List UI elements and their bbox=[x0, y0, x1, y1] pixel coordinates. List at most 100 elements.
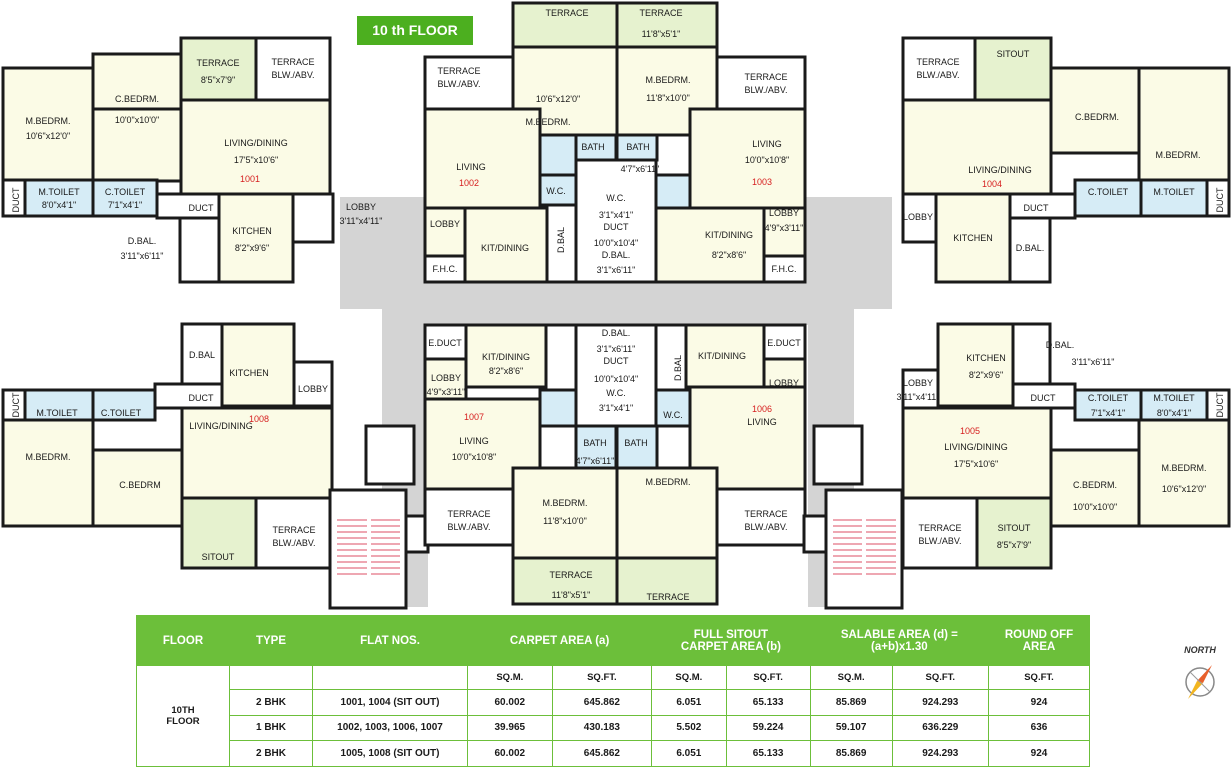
unit-1007-labels: E.DUCT KIT/DINING 8'2"x8'6" LOBBY 4'9"x3… bbox=[427, 338, 615, 600]
room-label: BLW./ABV. bbox=[271, 70, 314, 80]
header-salable-area-line2: (a+b)x1.30 bbox=[871, 640, 928, 653]
room-label: SITOUT bbox=[202, 552, 235, 562]
room-label: KIT/DINING bbox=[481, 243, 529, 253]
room-label: KITCHEN bbox=[229, 368, 269, 378]
room-label: BATH bbox=[626, 142, 649, 152]
cell-type: 2 BHK bbox=[229, 740, 313, 767]
room-label: TERRACE bbox=[196, 58, 239, 68]
core-top bbox=[574, 158, 658, 284]
core-top-labels: W.C. 3'1"x4'1" DUCT 10'0"x10'4" D.BAL. 3… bbox=[594, 193, 638, 275]
room-label: TERRACE bbox=[545, 8, 588, 18]
room-label: M.TOILET bbox=[1153, 393, 1195, 403]
cell-value: 59.107 bbox=[809, 714, 893, 742]
unit-number: 1005 bbox=[960, 426, 980, 436]
room-dim: 11'8"x5'1" bbox=[642, 29, 681, 39]
cell-value: 60.002 bbox=[467, 688, 553, 716]
room-dim: 8'2"x8'6" bbox=[489, 366, 523, 376]
room-label: LIVING/DINING bbox=[968, 165, 1032, 175]
unit-number: 1004 bbox=[982, 179, 1002, 189]
room-label: M.TOILET bbox=[1153, 187, 1195, 197]
room-label: LIVING/DINING bbox=[944, 442, 1008, 452]
room-label: BLW./ABV. bbox=[437, 79, 480, 89]
room-dim: 10'0"x10'4" bbox=[594, 238, 638, 248]
room-label: M.BEDRM. bbox=[26, 452, 71, 462]
header-full-sitout: FULL SITOUT CARPET AREA (b) bbox=[651, 614, 811, 667]
room-label: TERRACE bbox=[646, 592, 689, 602]
room-label: LOBBY bbox=[346, 202, 376, 212]
cell-value: 645.862 bbox=[551, 688, 653, 716]
room-label: W.C. bbox=[606, 388, 626, 398]
room-dim: 3'1"x6'11" bbox=[597, 265, 636, 275]
room-label: TERRACE bbox=[916, 57, 959, 67]
header-round-off-line2: AREA bbox=[1022, 640, 1056, 653]
room-label: C.BEDRM. bbox=[1075, 112, 1119, 122]
room-label: M.TOILET bbox=[36, 408, 78, 418]
cell-value: 924.293 bbox=[891, 688, 990, 716]
room-dim: 11'8"x10'0" bbox=[543, 516, 587, 526]
unit-1005-labels: D.BAL. 3'11"x6'11" KITCHEN 8'2"x9'6" LOB… bbox=[896, 340, 1225, 550]
cell-value: 59.224 bbox=[725, 714, 811, 742]
room-dim: 3'11"x4'11" bbox=[339, 216, 382, 226]
unit-cell: SQ.M. bbox=[809, 665, 893, 690]
header-floor: FLOOR bbox=[136, 614, 230, 667]
room-dim: 8'2"x9'6" bbox=[969, 370, 1003, 380]
floor-cell-line1: 10TH bbox=[171, 705, 195, 717]
room-dim: 3'11"x6'11" bbox=[1071, 357, 1114, 367]
unit-1004-labels: TERRACE BLW./ABV. SITOUT C.BEDRM. M.BEDR… bbox=[903, 49, 1225, 253]
room-label: LIVING/DINING bbox=[189, 421, 253, 431]
room-label: BATH bbox=[624, 438, 647, 448]
room-label: LOBBY bbox=[430, 219, 460, 229]
room-label: BLW./ABV. bbox=[918, 536, 961, 546]
room-dim: 3'11"x6'11" bbox=[120, 251, 163, 261]
room-label: LOBBY bbox=[431, 373, 461, 383]
room-dim: 10'6"x12'0" bbox=[1162, 484, 1206, 494]
room-label: F.H.C. bbox=[432, 264, 457, 274]
room-dim: 7'1"x4'1" bbox=[108, 200, 142, 210]
room-label: D.BAL bbox=[673, 355, 683, 381]
room-dim: 10'0"x10'4" bbox=[594, 374, 638, 384]
room-label: TERRACE bbox=[271, 57, 314, 67]
area-table: FLOOR TYPE FLAT NOS. CARPET AREA (a) FUL… bbox=[136, 614, 1090, 767]
room-label: D.BAL. bbox=[1016, 243, 1045, 253]
unit-cell: SQ.FT. bbox=[551, 665, 653, 690]
room-label: TERRACE bbox=[447, 509, 490, 519]
unit-1002 bbox=[423, 1, 619, 284]
north-compass: NORTH bbox=[1172, 645, 1228, 705]
room-label: D.BAL. bbox=[1046, 340, 1075, 350]
room-label: DUCT bbox=[11, 187, 21, 212]
room-dim: 3'11"x4'11" bbox=[896, 392, 939, 402]
room-label: C.BEDRM. bbox=[115, 94, 159, 104]
room-label: BATH bbox=[581, 142, 604, 152]
core-bottom bbox=[574, 323, 658, 428]
room-label: W.C. bbox=[606, 193, 626, 203]
cell-value: 5.502 bbox=[651, 714, 727, 742]
room-label: TERRACE bbox=[639, 8, 682, 18]
room-label: E.DUCT bbox=[428, 338, 462, 348]
room-label: C.TOILET bbox=[1088, 187, 1129, 197]
unit-cell: SQ.M. bbox=[651, 665, 727, 690]
unit-cell-empty bbox=[229, 665, 313, 690]
area-table-units-row: 10TH FLOOR SQ.M. SQ.FT. SQ.M. SQ.FT. SQ.… bbox=[136, 665, 1090, 767]
cell-type: 2 BHK bbox=[229, 688, 313, 716]
room-dim: 11'8"x5'1" bbox=[552, 590, 591, 600]
room-label: KITCHEN bbox=[966, 353, 1006, 363]
room-dim: 8'2"x8'6" bbox=[712, 250, 746, 260]
unit-number: 1001 bbox=[240, 174, 260, 184]
room-label: BLW./ABV. bbox=[744, 522, 787, 532]
room-dim: 8'5"x7'9" bbox=[997, 540, 1031, 550]
unit-1002-labels: TERRACE BLW./ABV. TERRACE 10'6"x12'0" M.… bbox=[430, 8, 605, 274]
room-label: D.BAL. bbox=[602, 328, 631, 338]
cell-value: 65.133 bbox=[725, 740, 811, 767]
unit-cell: SQ.M. bbox=[467, 665, 553, 690]
room-label: LIVING bbox=[456, 162, 486, 172]
room-label: SITOUT bbox=[998, 523, 1031, 533]
room-label: LOBBY bbox=[298, 384, 328, 394]
room-label: BLW./ABV. bbox=[447, 522, 490, 532]
room-dim: 3'1"x6'11" bbox=[597, 344, 636, 354]
unit-1001 bbox=[1, 36, 335, 284]
header-round-off-line1: ROUND OFF bbox=[1004, 628, 1074, 641]
room-label: KITCHEN bbox=[953, 233, 993, 243]
unit-1006-labels: KIT/DINING E.DUCT D.BAL LOBBY 1006 LIVIN… bbox=[624, 338, 801, 602]
room-label: DUCT bbox=[1031, 393, 1056, 403]
floor-cell-line2: FLOOR bbox=[166, 716, 200, 728]
